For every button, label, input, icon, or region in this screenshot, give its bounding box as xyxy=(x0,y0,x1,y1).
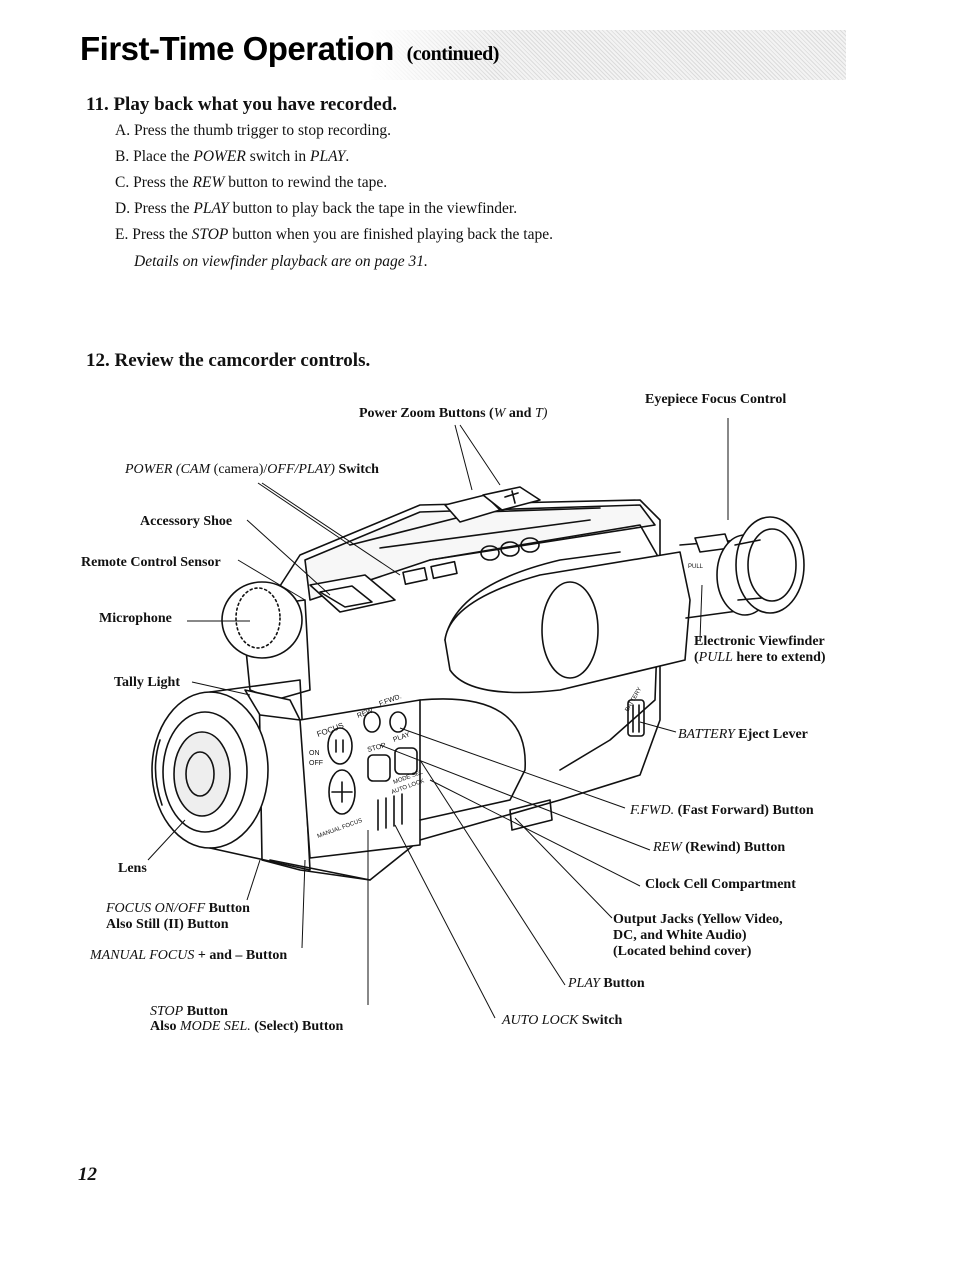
label-focus-onoff: FOCUS ON/OFF Button xyxy=(106,901,250,916)
label-rew-button: REW (Rewind) Button xyxy=(653,840,786,855)
label-power-zoom: Power Zoom Buttons (W and T) xyxy=(359,406,548,421)
label-viewfinder: Electronic Viewfinder xyxy=(694,634,825,649)
step-e: E. Press the STOP button when you are fi… xyxy=(115,226,553,243)
label-auto-lock: AUTO LOCK Switch xyxy=(502,1013,623,1028)
step-c: C. Press the REW button to rewind the ta… xyxy=(115,174,388,191)
section-11-heading: 11. Play back what you have recorded. xyxy=(86,94,398,115)
label-play-button: PLAY Button xyxy=(568,976,645,991)
label-battery-eject: BATTERY Eject Lever xyxy=(678,727,808,742)
header-fade xyxy=(76,30,496,80)
label-clock-cell: Clock Cell Compartment xyxy=(645,877,796,892)
label-output-jacks-2: DC, and White Audio) xyxy=(613,928,747,943)
label-remote-sensor: Remote Control Sensor xyxy=(81,555,221,570)
label-eyepiece-focus: Eyepiece Focus Control xyxy=(645,392,787,407)
label-still-button: Also Still (II) Button xyxy=(106,917,229,932)
mark-stop: STOP xyxy=(367,742,387,754)
label-output-jacks-3: (Located behind cover) xyxy=(613,944,752,959)
step-b: B. Place the POWER switch in PLAY. xyxy=(115,148,350,165)
playback-note: Details on viewfinder playback are on pa… xyxy=(134,253,428,270)
mark-off: OFF xyxy=(309,760,323,767)
section-12-heading: 12. Review the camcorder controls. xyxy=(86,350,371,371)
mark-on: ON xyxy=(309,750,320,757)
label-ffwd-button: F.FWD. (Fast Forward) Button xyxy=(630,803,814,818)
label-microphone: Microphone xyxy=(99,611,172,626)
step-d: D. Press the PLAY button to play back th… xyxy=(115,200,518,217)
label-stop-button: STOP Button xyxy=(150,1004,228,1019)
label-viewfinder-pull: (PULL here to extend) xyxy=(694,650,826,665)
mark-pull: PULL xyxy=(688,564,704,570)
label-manual-focus: MANUAL FOCUS + and – Button xyxy=(90,948,288,963)
page-title: First-Time Operation (continued) xyxy=(80,30,500,67)
step-a: A. Press the thumb trigger to stop recor… xyxy=(115,122,391,139)
continued-label: (continued) xyxy=(406,43,500,65)
label-lens: Lens xyxy=(118,861,147,876)
label-power-switch: POWER (CAM (camera)/OFF/PLAY) Switch xyxy=(125,462,379,477)
label-tally-light: Tally Light xyxy=(114,675,181,690)
label-mode-sel: Also MODE SEL. (Select) Button xyxy=(150,1019,344,1034)
label-accessory-shoe: Accessory Shoe xyxy=(140,514,233,529)
page-number: 12 xyxy=(78,1164,97,1185)
label-output-jacks-1: Output Jacks (Yellow Video, xyxy=(613,912,783,927)
